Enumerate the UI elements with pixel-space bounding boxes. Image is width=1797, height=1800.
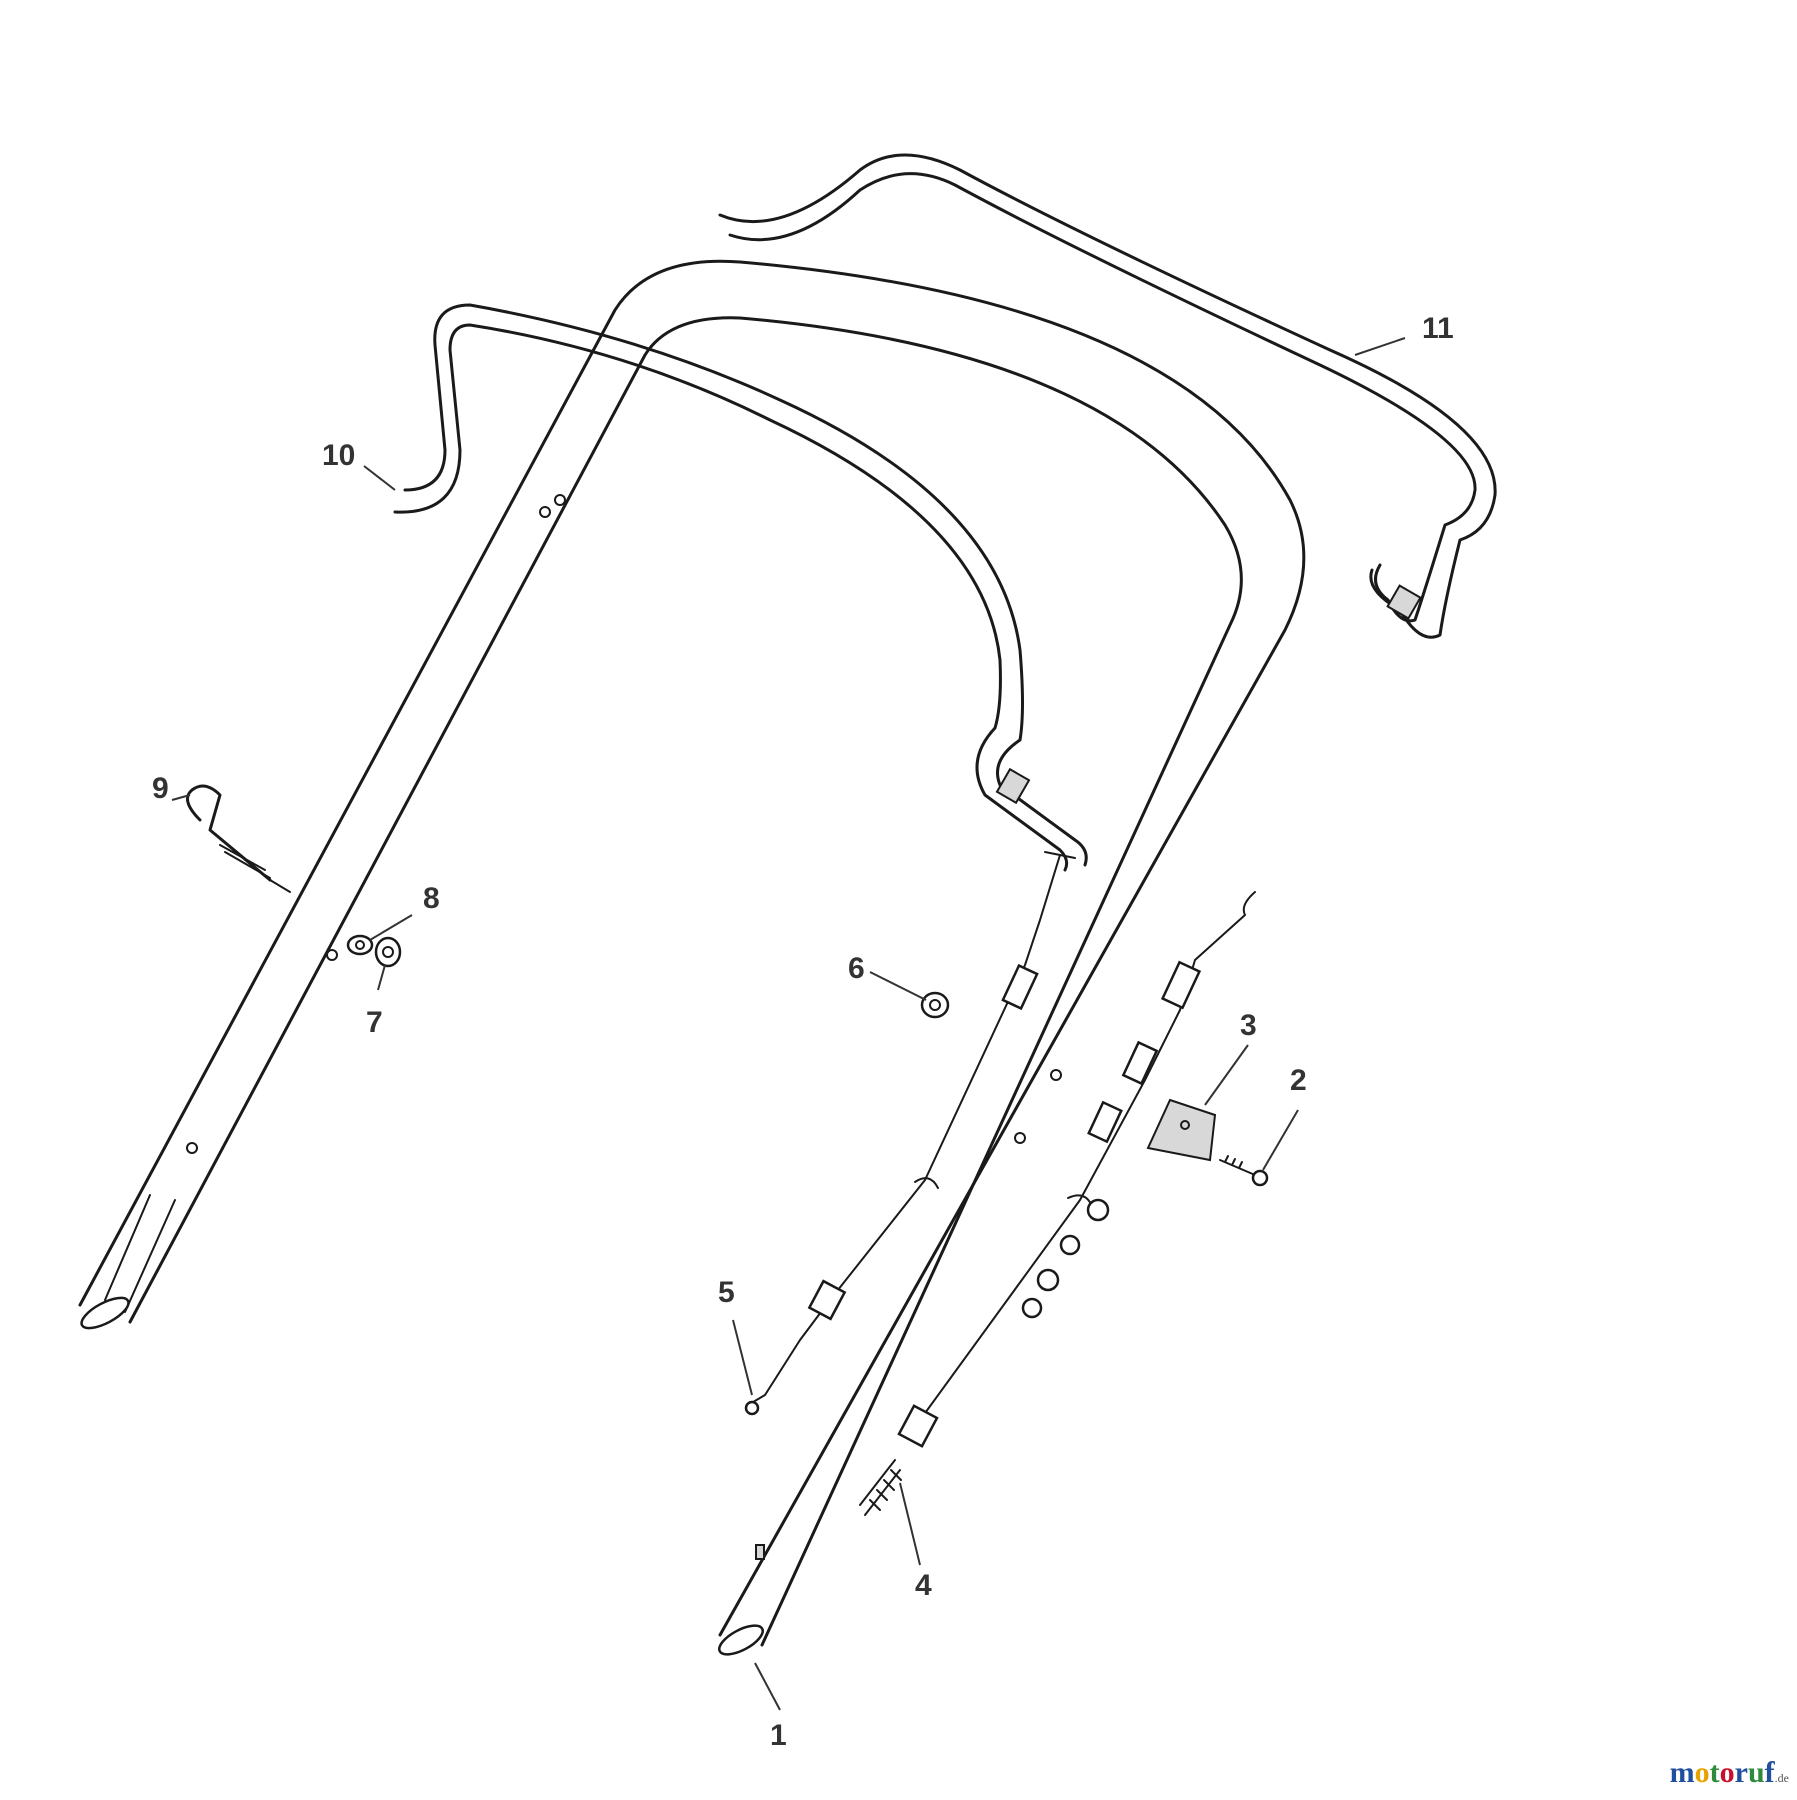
handle-tube <box>78 259 1306 1656</box>
wm-letter: m <box>1669 1756 1695 1789</box>
clamp-plate <box>1146 1098 1217 1162</box>
label-part-1: 1 <box>770 1719 787 1752</box>
label-part-2: 2 <box>1290 1064 1307 1097</box>
brake-cable <box>744 851 1076 1416</box>
hook-bolt <box>186 784 291 893</box>
label-part-6: 6 <box>848 952 865 985</box>
hex-nut <box>920 991 950 1019</box>
wm-letter: o <box>1719 1756 1735 1789</box>
wm-letter: t <box>1709 1756 1720 1789</box>
wm-letter: u <box>1747 1756 1765 1789</box>
label-part-9: 9 <box>152 772 169 805</box>
watermark-logo: motoruf.de <box>1670 1756 1789 1790</box>
label-part-7: 7 <box>366 1006 383 1039</box>
label-part-5: 5 <box>718 1276 735 1309</box>
wm-letter: o <box>1694 1756 1710 1789</box>
label-part-4: 4 <box>915 1569 932 1602</box>
washer <box>346 934 374 956</box>
leader-lines <box>171 337 1406 1711</box>
wm-letter: f <box>1764 1756 1775 1789</box>
label-part-11: 11 <box>1422 312 1454 345</box>
control-bar-front <box>393 303 1088 872</box>
lock-nut <box>374 936 402 968</box>
label-part-10: 10 <box>322 439 355 472</box>
screw <box>1219 1155 1269 1187</box>
drive-cable <box>859 891 1256 1516</box>
washers <box>1021 1198 1110 1319</box>
wm-tld: .de <box>1774 1771 1789 1785</box>
label-part-8: 8 <box>423 882 440 915</box>
label-part-3: 3 <box>1240 1009 1257 1042</box>
wm-letter: r <box>1734 1756 1748 1789</box>
control-bar-rear <box>718 153 1497 639</box>
